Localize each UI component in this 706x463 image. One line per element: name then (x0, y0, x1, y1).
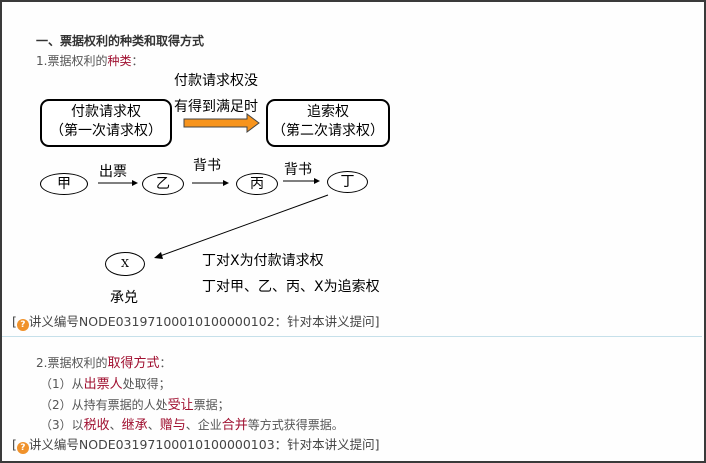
part1-suffix: ： (131, 54, 144, 68)
item3-rest: 等方式获得票据。 (247, 418, 344, 432)
recourse-subtitle: （第二次请求权） (272, 123, 384, 139)
question-icon: ? (16, 442, 29, 454)
recourse-title: 追索权 (307, 104, 349, 120)
node-ding: 丁 (327, 171, 368, 193)
question-icon: ? (16, 319, 29, 331)
node-yi: 乙 (142, 173, 184, 195)
ref2-open: [ (12, 437, 17, 452)
item3-highlight-merger: 合并 (221, 418, 248, 433)
payment-claim-subtitle: （第一次请求权） (50, 123, 162, 139)
item3-highlight-tax: 税收 (83, 418, 110, 433)
ref1-text[interactable]: 讲义编号NODE03197100010100000102：针对本讲义提问 (28, 314, 375, 329)
edge-label-endorse-1: 背书 (193, 158, 221, 174)
payment-claim-box: 付款请求权 （第一次请求权） (40, 99, 172, 147)
edge-label-issue: 出票 (99, 164, 127, 180)
part2-suffix: ： (159, 356, 172, 370)
lecture-question-link-2[interactable]: [?讲义编号NODE03197100010100000103：针对本讲义提问] (12, 434, 380, 454)
item2-rest: 票据； (193, 398, 230, 412)
arrow-label-line2: 有得到满足时 (174, 99, 258, 115)
item1-rest: 处取得； (122, 377, 171, 391)
node-bing: 丙 (236, 173, 278, 195)
item3-sep2: 、 (147, 418, 160, 432)
part1-prefix: 1.票据权利的 (36, 54, 108, 68)
ref2-close: ] (374, 437, 380, 452)
acquisition-item-2: （2）从持有票据的人处受让票据； (40, 394, 230, 413)
ref2-text[interactable]: 讲义编号NODE03197100010100000103：针对本讲义提问 (28, 437, 375, 452)
item2-highlight: 受让 (167, 398, 194, 413)
part2-heading: 2.票据权利的取得方式： (36, 352, 171, 371)
part1-highlight: 种类 (107, 54, 132, 68)
acceptor-label: 承兑 (110, 290, 138, 306)
item3-highlight-gift: 赠与 (159, 418, 186, 433)
node-x: X (105, 252, 145, 276)
payment-claim-title: 付款请求权 (71, 104, 141, 120)
ref1-close: ] (374, 314, 380, 329)
lecture-question-link-1[interactable]: [?讲义编号NODE03197100010100000102：针对本讲义提问] (12, 311, 380, 331)
item3-prefix: （3）以 (40, 418, 84, 432)
diagram-note-2: 丁对甲、乙、丙、X为追索权 (202, 279, 380, 295)
section-divider (2, 336, 702, 337)
arrow-label-line1: 付款请求权没 (174, 73, 258, 89)
diagram-note-1: 丁对X为付款请求权 (202, 253, 324, 269)
item2-prefix: （2）从持有票据的人处 (40, 398, 168, 412)
acquisition-item-3: （3）以税收、继承、赠与、企业合并等方式获得票据。 (40, 414, 344, 433)
item1-highlight: 出票人 (83, 377, 123, 392)
acquisition-item-1: （1）从出票人处取得； (40, 373, 171, 392)
item1-prefix: （1）从 (40, 377, 84, 391)
part2-highlight: 取得方式 (107, 356, 160, 371)
item3-highlight-inherit: 继承 (121, 418, 148, 433)
edge-label-endorse-2: 背书 (284, 162, 312, 178)
item3-sep1: 、 (109, 418, 122, 432)
section-title: 一、票据权利的种类和取得方式 (36, 34, 205, 48)
part1-heading: 1.票据权利的种类： (36, 52, 143, 69)
recourse-box: 追索权 （第二次请求权） (266, 99, 390, 147)
node-jia: 甲 (40, 173, 88, 195)
ref1-open: [ (12, 314, 17, 329)
part2-prefix: 2.票据权利的 (36, 356, 108, 370)
item3-sep3: 、企业 (185, 418, 222, 432)
